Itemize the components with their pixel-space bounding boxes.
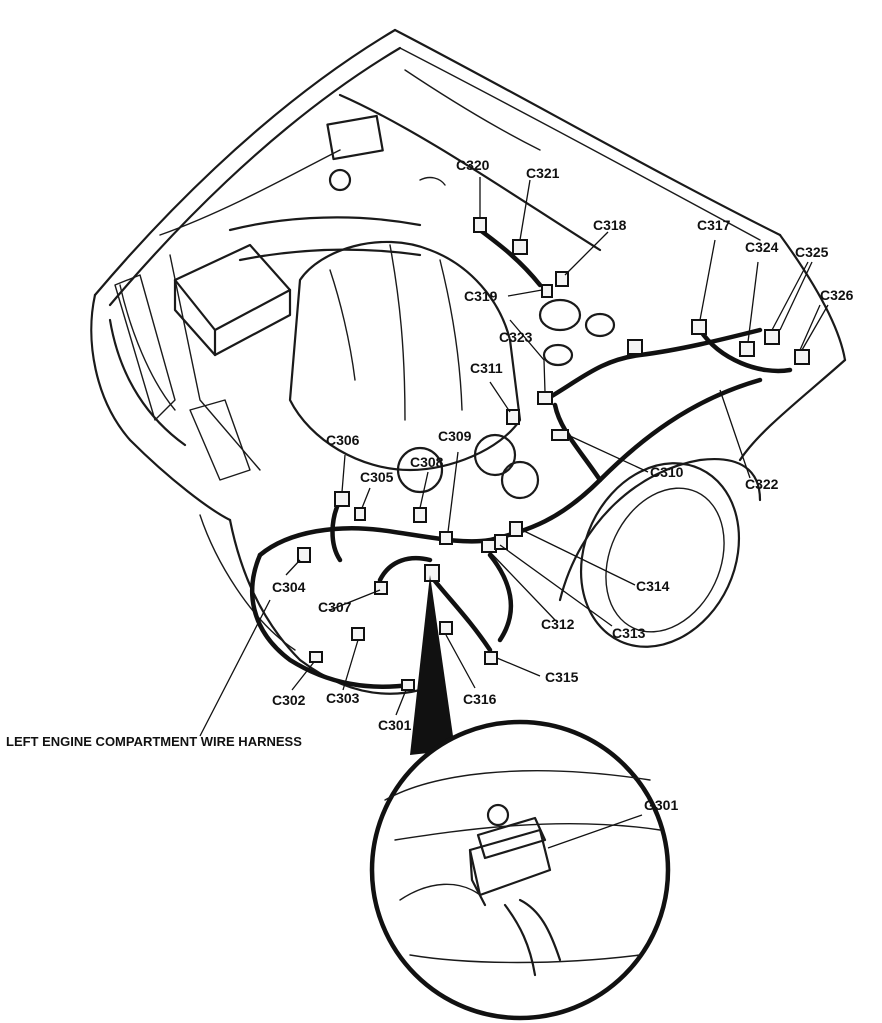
label-c304: C304 xyxy=(272,579,306,595)
label-c305: C305 xyxy=(360,469,394,485)
label-g301: G301 xyxy=(644,797,678,813)
label-c320: C320 xyxy=(456,157,490,173)
label-c307: C307 xyxy=(318,599,352,615)
label-c322: C322 xyxy=(745,476,779,492)
label-c309: C309 xyxy=(438,428,472,444)
label-c318: C318 xyxy=(593,217,627,233)
label-c316: C316 xyxy=(463,691,497,707)
label-c303: C303 xyxy=(326,690,360,706)
label-c315: C315 xyxy=(545,669,579,685)
label-c306: C306 xyxy=(326,432,360,448)
label-c319: C319 xyxy=(464,288,498,304)
connector-labels: C301 C302 C303 C304 C305 C306 C307 C308 … xyxy=(6,157,854,813)
connector-shapes xyxy=(297,217,810,691)
label-c323: C323 xyxy=(499,329,533,345)
car-body xyxy=(90,28,847,695)
engine-block xyxy=(173,114,616,500)
label-c302: C302 xyxy=(272,692,306,708)
label-c326: C326 xyxy=(820,287,854,303)
ground-detail-inset xyxy=(369,575,671,1021)
harness-caption: LEFT ENGINE COMPARTMENT WIRE HARNESS xyxy=(6,734,302,749)
leader-lines xyxy=(199,177,829,737)
label-c312: C312 xyxy=(541,616,575,632)
label-c313: C313 xyxy=(612,625,646,641)
label-c311: C311 xyxy=(470,360,503,376)
label-c314: C314 xyxy=(636,578,670,594)
label-c324: C324 xyxy=(745,239,779,255)
label-c308: C308 xyxy=(410,454,444,470)
label-c317: C317 xyxy=(697,217,731,233)
label-c301: C301 xyxy=(378,717,412,733)
label-c321: C321 xyxy=(526,165,560,181)
label-c325: C325 xyxy=(795,244,829,260)
label-c310: C310 xyxy=(650,464,684,480)
